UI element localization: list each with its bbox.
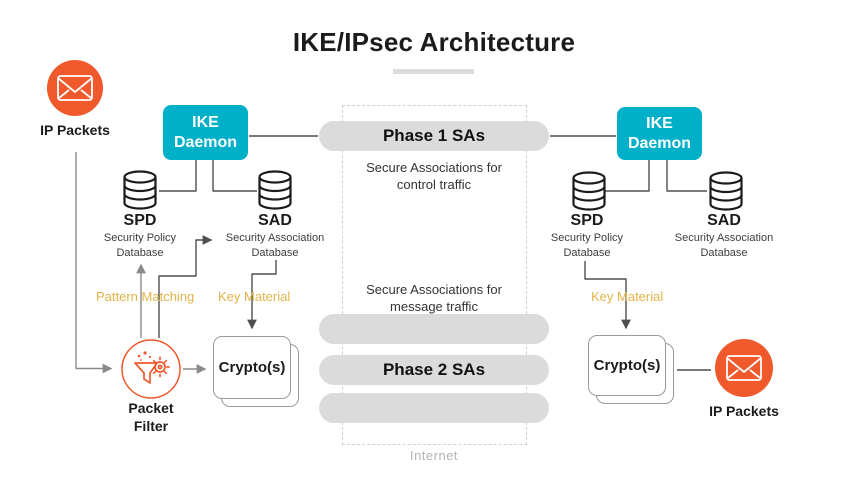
sad-database-icon-left [258, 170, 292, 210]
ip-packets-badge-right [715, 339, 773, 397]
key-material-label-left: Key Material [218, 289, 291, 304]
sad-group-right: SAD Security Association Database [661, 212, 787, 260]
spd-abbr-right: SPD [570, 212, 604, 229]
ip-packets-to-filter-arrow [75, 152, 113, 374]
crypto-card-right: Crypto(s) [588, 335, 666, 396]
internet-label: Internet [409, 448, 459, 463]
sad-abbr-left: SAD [258, 212, 292, 229]
packet-filter-node [121, 339, 181, 399]
ike-to-spd-link-right [605, 160, 650, 192]
sad-name-left: Security Association Database [225, 232, 325, 259]
sad-name-right: Security Association Database [674, 232, 774, 259]
key-material-arrow-left [247, 260, 277, 330]
sa-pill-blank-2 [319, 393, 549, 423]
key-material-label-right: Key Material [591, 289, 664, 304]
ike-daemon-box-right: IKE Daemon [617, 107, 702, 160]
spd-database-icon-left [123, 170, 157, 210]
phase2-sas-pill: Phase 2 SAs [319, 355, 549, 385]
spd-name-right: Security Policy Database [550, 232, 624, 259]
title-underline [393, 69, 474, 74]
internet-boundary-box [342, 105, 527, 445]
sad-abbr-right: SAD [707, 212, 741, 229]
phase2-description: Secure Associations for message traffic [366, 282, 502, 314]
ike-daemon-box-left: IKE Daemon [163, 105, 248, 160]
phase1-sas-pill: Phase 1 SAs [319, 121, 549, 151]
sad-database-icon-right [709, 171, 743, 211]
crypto-card-left: Crypto(s) [213, 336, 291, 399]
phase2-sas-label: Phase 2 SAs [382, 360, 486, 379]
page-title: IKE/IPsec Architecture [292, 27, 576, 57]
ip-packets-label-right: IP Packets [709, 403, 779, 419]
spd-group-left: SPD Security Policy Database [88, 212, 192, 260]
phase1-description: Secure Associations for control traffic [366, 160, 502, 192]
phase1-sas-label: Phase 1 SAs [382, 126, 486, 145]
ip-packets-badge-left [47, 60, 103, 116]
sad-group-left: SAD Security Association Database [212, 212, 338, 260]
ike-to-sad-link-right [666, 160, 707, 192]
spd-database-icon-right [572, 171, 606, 211]
spd-abbr-left: SPD [123, 212, 157, 229]
ike-to-sad-link-left [212, 160, 257, 192]
spd-name-left: Security Policy Database [103, 232, 177, 259]
filter-to-sad-lookup-arrow [158, 235, 213, 338]
sa-pill-blank-1 [319, 314, 549, 344]
pattern-matching-label: Pattern Matching [96, 289, 195, 304]
spd-group-right: SPD Security Policy Database [535, 212, 639, 260]
key-material-arrow-right [584, 261, 631, 330]
ike-to-spd-link-left [159, 160, 197, 192]
ip-packets-label-left: IP Packets [40, 122, 110, 138]
packet-filter-label: Packet Filter [128, 400, 174, 435]
